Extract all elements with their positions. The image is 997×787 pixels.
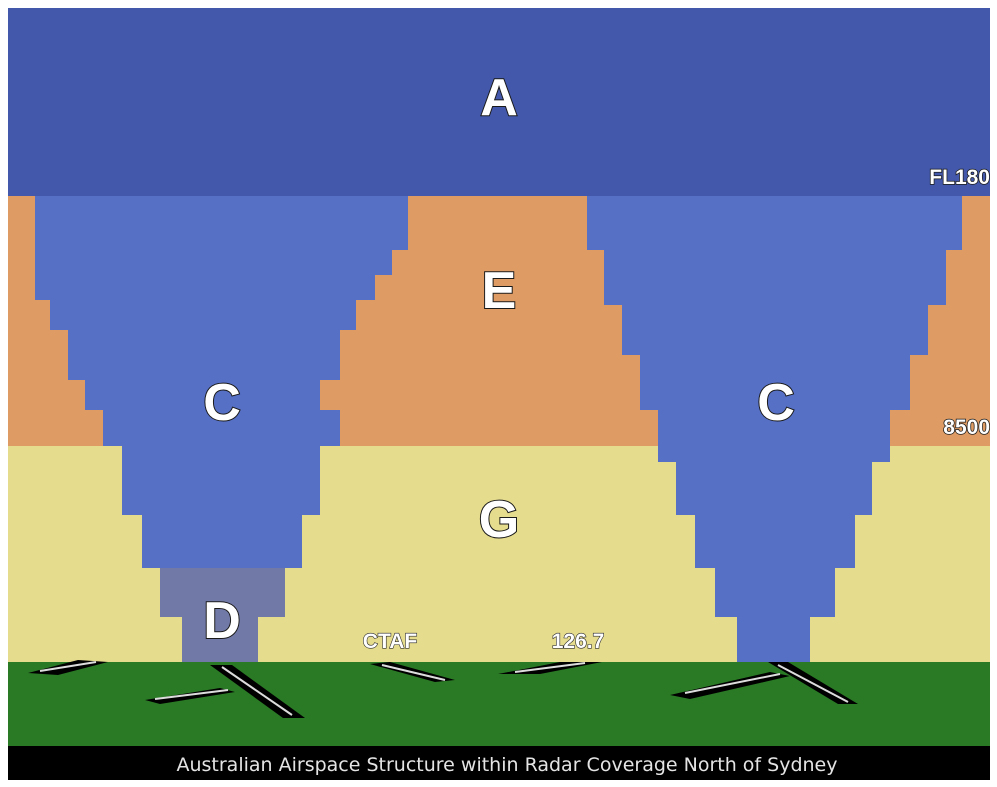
class-c-left-edge: [35, 196, 142, 568]
class-c-left-label: C: [203, 374, 241, 432]
class-d-region: [160, 568, 285, 662]
runway-4: [498, 662, 602, 674]
class-d-label: D: [203, 592, 241, 650]
caption-bar: [8, 746, 990, 780]
runway-5: [670, 662, 858, 704]
ground: [8, 662, 990, 746]
8500-label: 8500: [943, 416, 990, 439]
ctaf-label: CTAF: [363, 630, 418, 653]
runway-3: [370, 662, 455, 682]
class-c-right-label: C: [757, 374, 795, 432]
class-g-label: G: [479, 491, 519, 549]
class-a-label: A: [480, 69, 518, 127]
class-a-region: [8, 8, 990, 196]
ctaf-frequency: 126.7: [552, 630, 605, 653]
fl180-label: FL180: [929, 166, 990, 189]
diagram-caption: Australian Airspace Structure within Rad…: [176, 754, 837, 776]
runway-2: [145, 665, 305, 718]
runway-1: [28, 660, 108, 675]
class-c-right-region: [587, 196, 962, 662]
class-e-label: E: [482, 262, 517, 320]
